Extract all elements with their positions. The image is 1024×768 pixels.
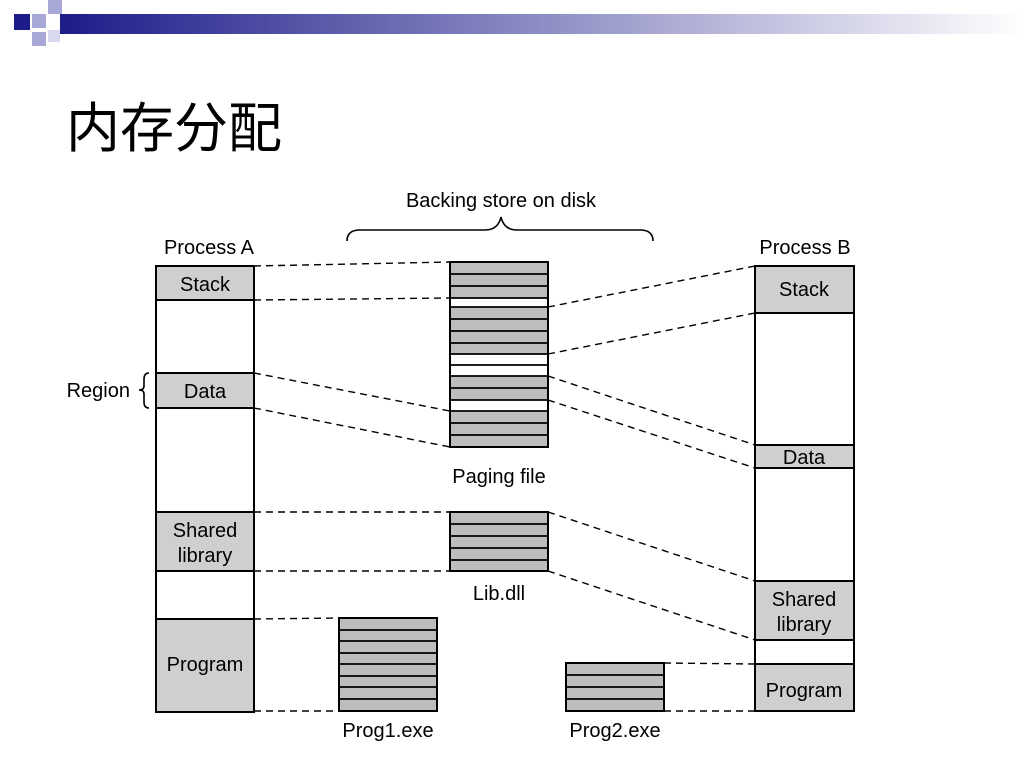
map-a-data-top bbox=[253, 372, 451, 412]
process-a-label: Process A bbox=[164, 237, 255, 259]
process-a-shared-library bbox=[155, 511, 255, 572]
lib-dll-outline bbox=[449, 511, 549, 572]
process-b-shared-line2: library bbox=[777, 614, 831, 636]
prog2-exe-outline bbox=[565, 662, 665, 712]
backing-store-label: Backing store on disk bbox=[406, 190, 597, 212]
process-b-shared-library bbox=[754, 580, 855, 641]
process-b-program bbox=[754, 663, 855, 712]
process-a-shared-line1: Shared bbox=[173, 520, 238, 542]
lib-dll-label: Lib.dll bbox=[473, 583, 525, 605]
map-b-shared-top bbox=[547, 511, 756, 582]
process-a-data bbox=[155, 372, 255, 409]
paging-file-outline bbox=[449, 261, 549, 448]
region-label: Region bbox=[67, 380, 130, 402]
prog1-exe-label: Prog1.exe bbox=[342, 720, 433, 742]
process-a-stack bbox=[155, 265, 255, 301]
prog2-exe-stripes bbox=[566, 674, 664, 700]
process-b-stack bbox=[754, 265, 855, 314]
prog1-exe-outline bbox=[338, 617, 438, 712]
process-a-shared-line2: library bbox=[178, 545, 232, 567]
backing-store-brace bbox=[346, 216, 654, 242]
header-decoration bbox=[14, 0, 1024, 46]
lib-dll-block bbox=[450, 512, 548, 571]
map-a-stack-top bbox=[253, 261, 451, 267]
map-a-data-bottom bbox=[253, 407, 451, 448]
process-a-data-label: Data bbox=[184, 381, 227, 403]
process-a-program bbox=[155, 618, 255, 713]
process-b-shared-line1: Shared bbox=[772, 589, 837, 611]
slide-title: 内存分配 bbox=[66, 97, 282, 160]
process-b-label: Process B bbox=[759, 237, 850, 259]
process-a-program-label: Program bbox=[167, 654, 244, 676]
process-a-stack-label: Stack bbox=[180, 274, 231, 296]
paging-file-stripes bbox=[450, 273, 548, 436]
process-b-data-label: Data bbox=[783, 447, 826, 469]
process-b-column bbox=[754, 265, 855, 712]
map-b-program-top bbox=[663, 662, 756, 665]
map-b-shared-bottom bbox=[547, 570, 756, 641]
map-b-data-bottom bbox=[547, 399, 756, 469]
prog2-exe-label: Prog2.exe bbox=[569, 720, 660, 742]
paging-file-label: Paging file bbox=[452, 466, 545, 488]
map-b-stack-top bbox=[547, 265, 756, 308]
process-b-stack-label: Stack bbox=[779, 279, 830, 301]
map-a-stack-bottom bbox=[253, 297, 451, 301]
map-b-stack-bottom bbox=[547, 312, 756, 355]
lib-dll-stripes bbox=[450, 523, 548, 561]
process-b-program-label: Program bbox=[766, 680, 843, 702]
region-brace bbox=[138, 372, 150, 409]
prog1-exe-stripes bbox=[339, 629, 437, 700]
paging-file-block-1 bbox=[450, 262, 548, 298]
map-b-data-top bbox=[547, 375, 756, 446]
map-a-program-top bbox=[253, 617, 340, 620]
paging-file-block-4 bbox=[450, 411, 548, 447]
process-b-data bbox=[754, 444, 855, 469]
